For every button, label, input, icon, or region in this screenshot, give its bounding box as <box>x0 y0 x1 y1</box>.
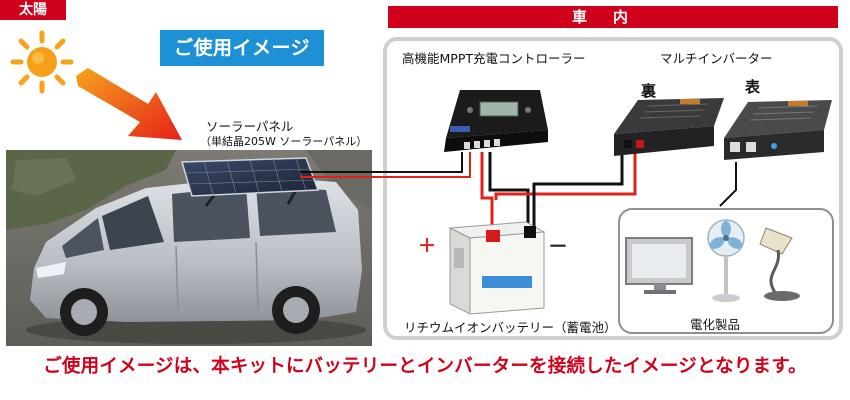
controller-label: 高機能MPPT充電コントローラー <box>402 51 586 66</box>
sun-label-badge: 太陽 <box>0 0 66 20</box>
fan-icon <box>707 219 745 302</box>
panel-wire-black <box>300 152 463 173</box>
panel-wire-red <box>300 152 471 178</box>
inverter-front-label: 表 <box>745 78 761 96</box>
mppt-controller-icon <box>444 90 548 152</box>
inverter-back-label: 裏 <box>641 82 657 100</box>
car-interior-banner: 車内 <box>388 6 838 28</box>
usage-image-banner: ご使用イメージ <box>160 30 324 66</box>
battery-label: リチウムイオンバッテリー（蓄電池） <box>404 320 617 335</box>
solar-panel-name: ソーラーパネル <box>206 119 294 134</box>
bottom-caption: ご使用イメージは、本キットにバッテリーとインバーターを接続したイメージとなります… <box>43 356 807 377</box>
sun-icon <box>10 30 74 94</box>
usage-image-label: ご使用イメージ <box>173 37 311 59</box>
tv-icon <box>625 237 693 294</box>
appliances-label: 電化製品 <box>690 317 741 332</box>
battery-plus-label: ＋ <box>418 236 436 257</box>
sun-label: 太陽 <box>19 2 47 18</box>
inverter-wire-black <box>532 152 624 230</box>
inverter-label: マルチインバーター <box>660 51 773 66</box>
appliance-cable <box>719 162 737 207</box>
desk-lamp-icon <box>759 227 800 301</box>
inverter-front-icon <box>724 100 832 160</box>
battery-wire-red <box>480 152 494 236</box>
inverter-back-icon <box>614 98 724 156</box>
inverter-wire-red <box>494 152 637 200</box>
battery-wire-black <box>488 152 530 230</box>
car-interior-label: 車内 <box>571 8 654 26</box>
battery-minus-label: － <box>548 234 568 258</box>
sunlight-arrow-icon <box>76 68 182 140</box>
car-photo <box>6 150 372 346</box>
solar-panel-spec: （単結晶205W ソーラーパネル） <box>200 135 368 148</box>
lithium-battery-icon <box>448 221 546 315</box>
